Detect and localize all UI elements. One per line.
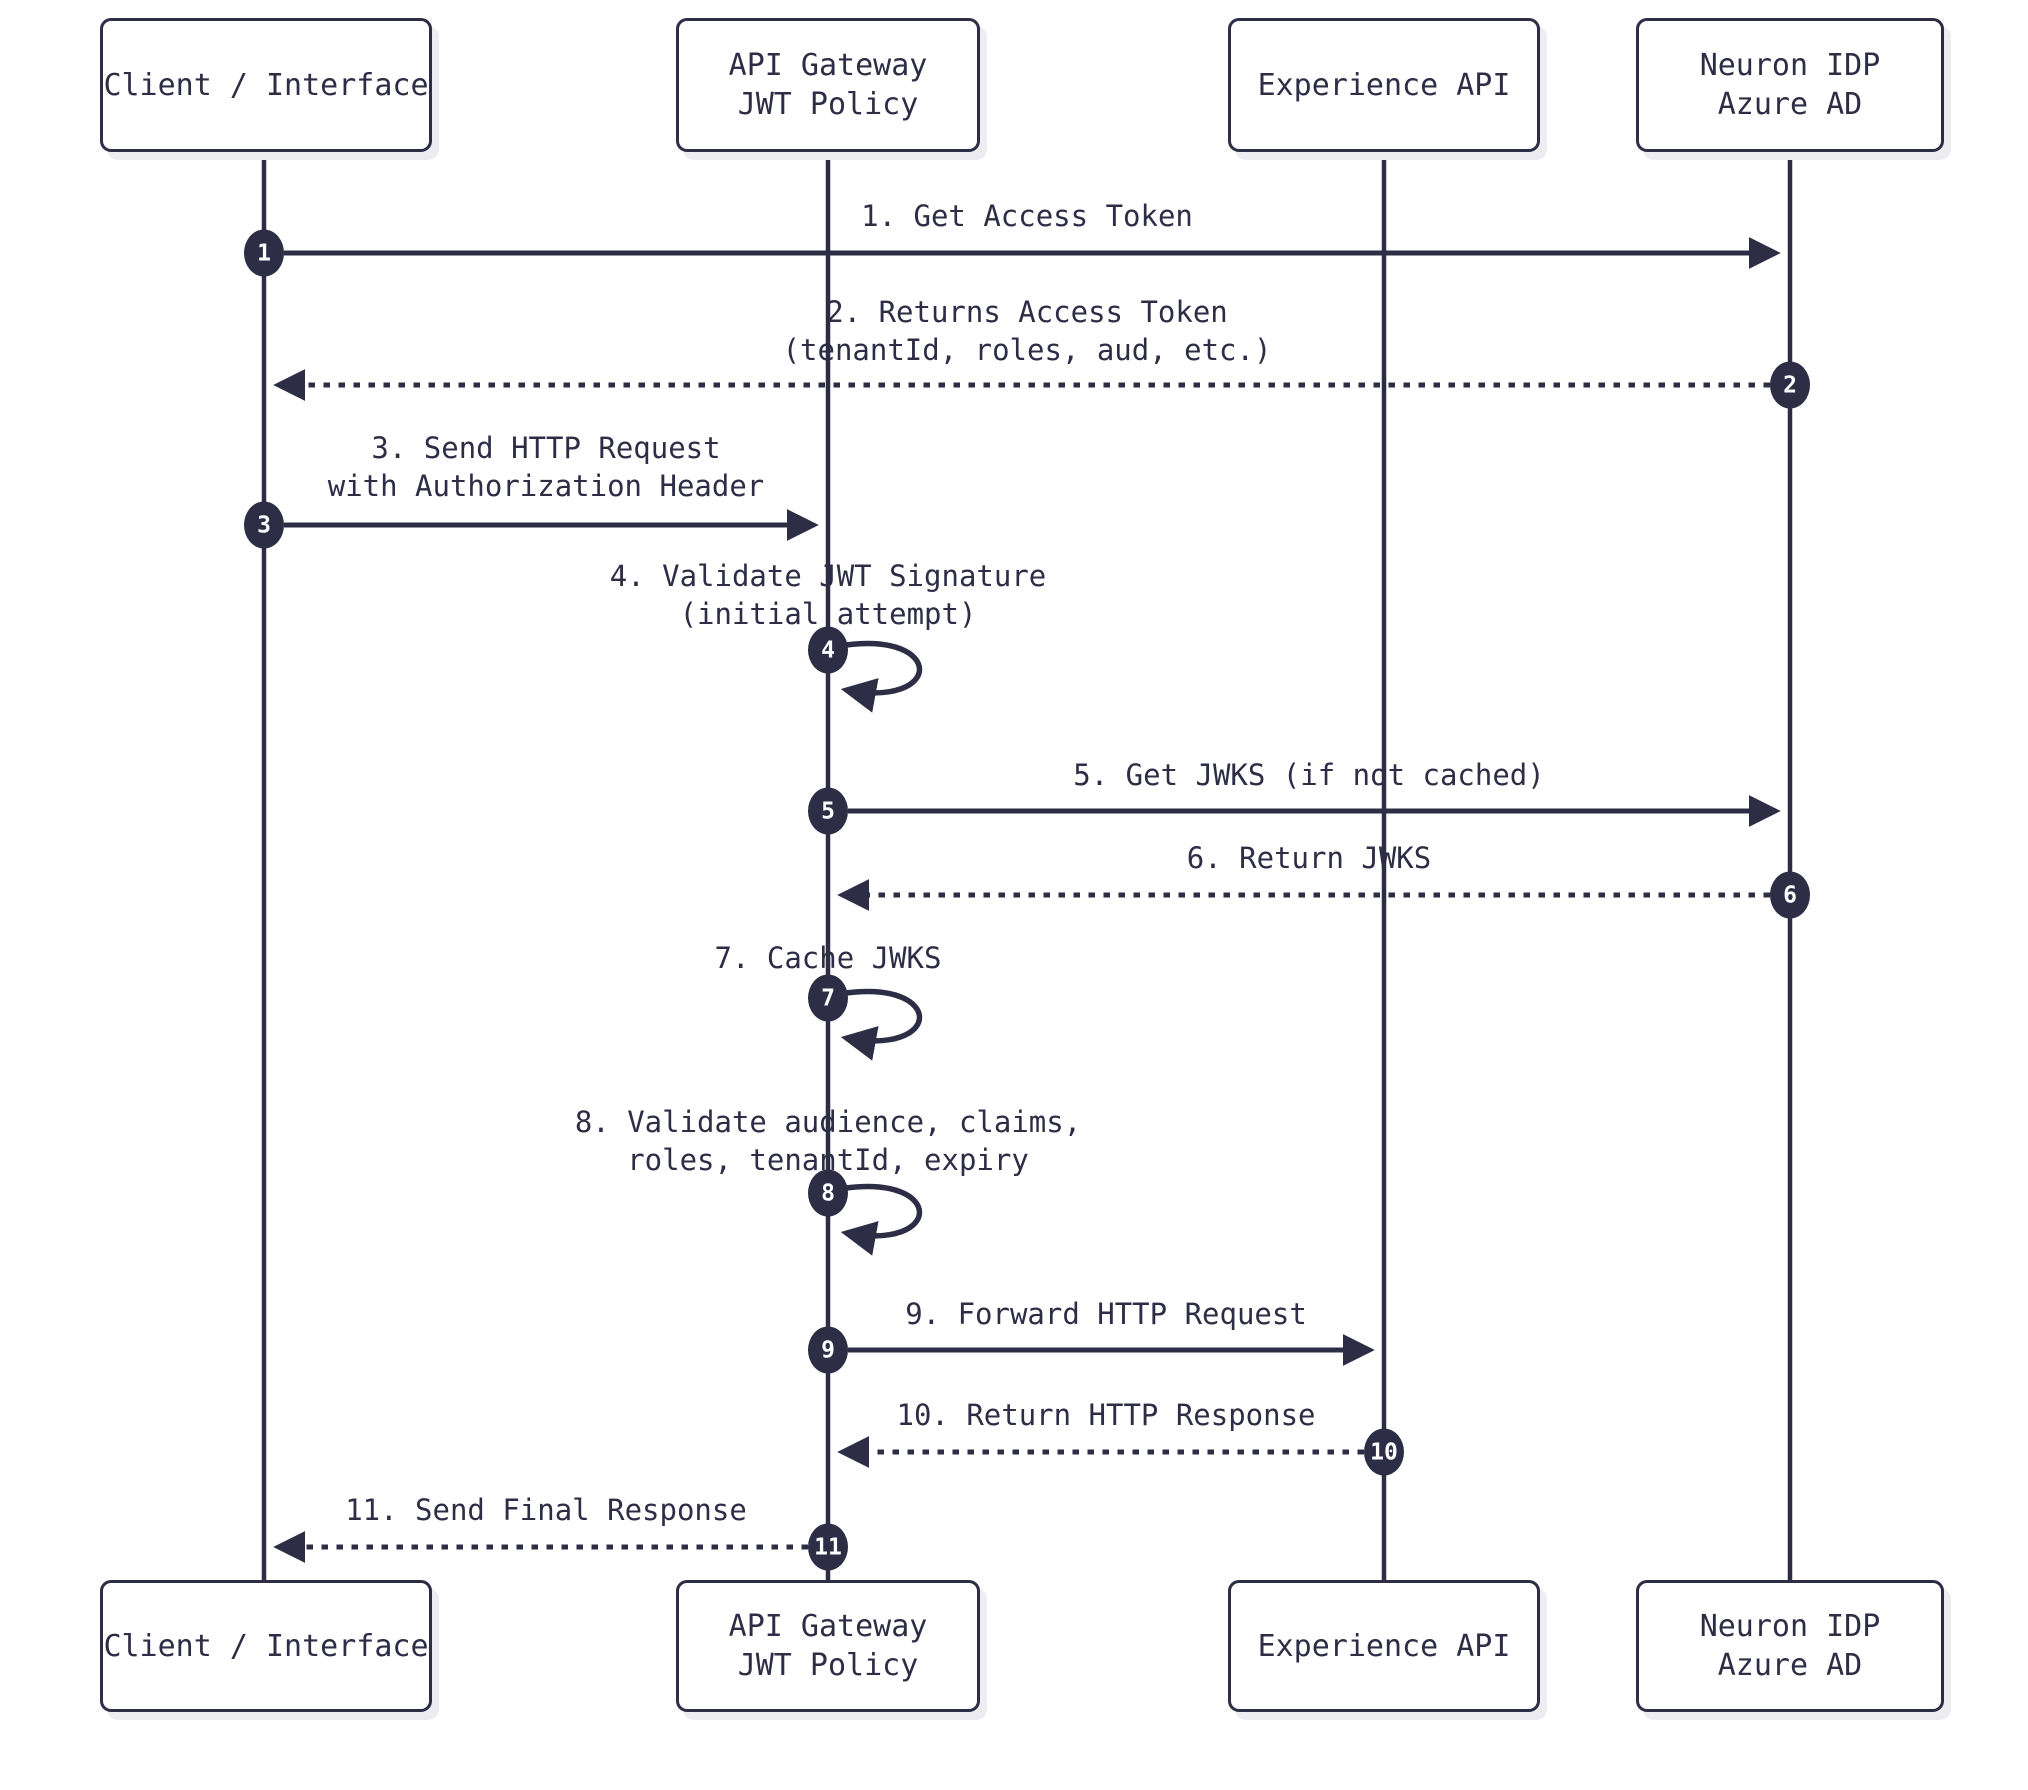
message-9-label: 9. Forward HTTP Request xyxy=(905,1297,1307,1331)
message-4-label: 4. Validate JWT Signature (initial attem… xyxy=(609,559,1047,631)
step-badge-6: 6 xyxy=(1770,871,1810,919)
actor-box-neuron-idp-top: Neuron IDP Azure AD xyxy=(1636,18,1944,152)
message-2-label: 2. Returns Access Token (tenantId, roles… xyxy=(782,295,1272,367)
step-badge-4: 4 xyxy=(808,626,848,674)
step-badge-1: 1 xyxy=(244,229,284,277)
step-badge-5: 5 xyxy=(808,787,848,835)
message-8-self-loop xyxy=(840,1183,922,1256)
step-badge-3: 3 xyxy=(244,501,284,549)
actor-box-experience-api-top: Experience API xyxy=(1228,18,1540,152)
actor-box-client-top: Client / Interface xyxy=(100,18,432,152)
step-badge-10: 10 xyxy=(1364,1428,1404,1476)
message-1-label: 1. Get Access Token xyxy=(861,199,1193,233)
message-11-label: 11. Send Final Response xyxy=(345,1493,747,1527)
message-5-label: 5. Get JWKS (if not cached) xyxy=(1073,758,1545,792)
actor-box-experience-api-bottom: Experience API xyxy=(1228,1580,1540,1712)
step-badge-9: 9 xyxy=(808,1326,848,1374)
message-8-label: 8. Validate audience, claims, roles, ten… xyxy=(574,1105,1082,1177)
message-10-label: 10. Return HTTP Response xyxy=(896,1398,1316,1432)
message-4-self-loop xyxy=(840,640,922,713)
actor-box-neuron-idp-bottom: Neuron IDP Azure AD xyxy=(1636,1580,1944,1712)
actor-box-api-gateway-top: API Gateway JWT Policy xyxy=(676,18,980,152)
step-badge-7: 7 xyxy=(808,974,848,1022)
message-7-self-loop xyxy=(840,988,922,1061)
actor-box-client-bottom: Client / Interface xyxy=(100,1580,432,1712)
message-7-label: 7. Cache JWKS xyxy=(714,941,942,975)
message-6-label: 6. Return JWKS xyxy=(1186,841,1432,875)
message-3-label: 3. Send HTTP Request with Authorization … xyxy=(327,431,765,503)
step-badge-11: 11 xyxy=(808,1523,848,1571)
step-badge-8: 8 xyxy=(808,1169,848,1217)
actor-box-api-gateway-bottom: API Gateway JWT Policy xyxy=(676,1580,980,1712)
step-badge-2: 2 xyxy=(1770,361,1810,409)
